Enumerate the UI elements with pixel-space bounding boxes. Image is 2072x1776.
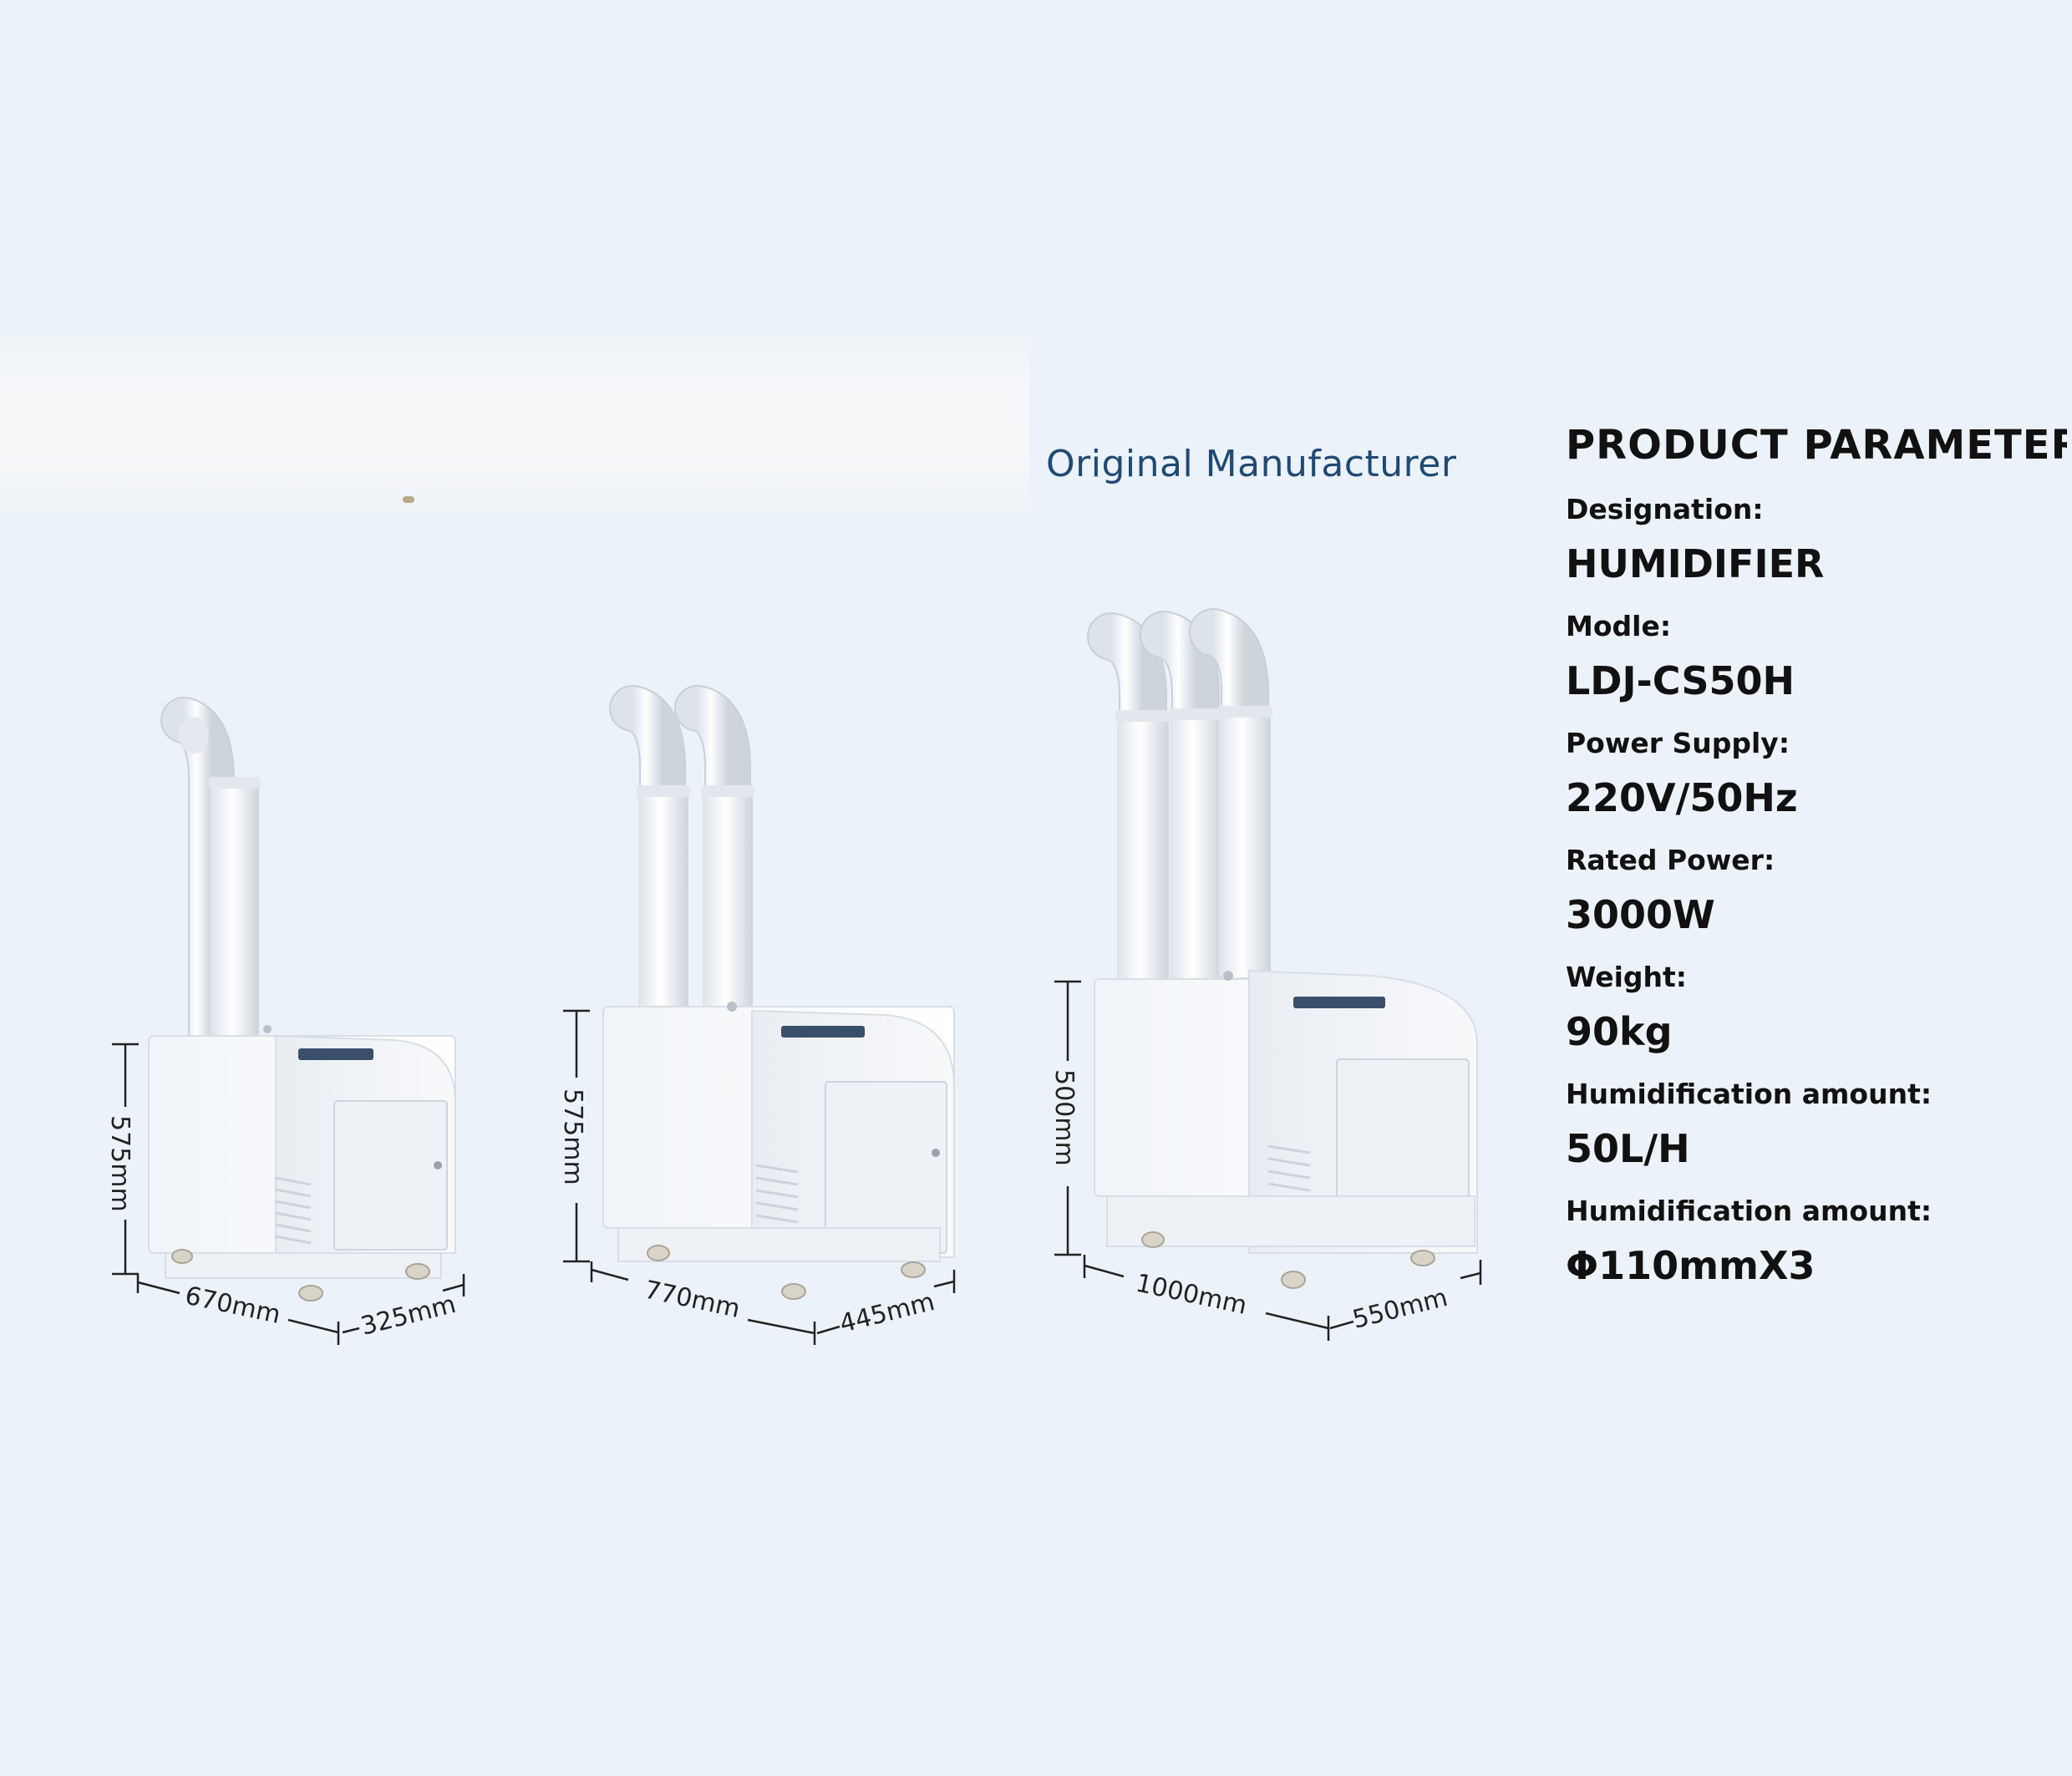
unit3-height-label: 500mm	[1049, 1069, 1079, 1166]
unit2-depth-label: 445mm	[836, 1287, 937, 1339]
param-value: Φ110mmX3	[1566, 1243, 1816, 1288]
param-label: Humidification amount:	[1566, 1195, 1932, 1227]
humidifier-unit-2: 575mm 770mm 445mm	[558, 685, 956, 1345]
param-value: HUMIDIFIER	[1566, 541, 1825, 586]
param-rated-power: Rated Power: 3000W	[1566, 840, 2067, 948]
param-power-supply: Power Supply: 220V/50Hz	[1566, 723, 2067, 831]
unit1-depth-label: 325mm	[358, 1290, 459, 1342]
param-label: Rated Power:	[1566, 844, 1775, 876]
param-label: Designation:	[1566, 493, 1764, 525]
param-outlet-size: Humidification amount: Φ110mmX3	[1566, 1190, 2067, 1299]
unit1-length-label: 670mm	[182, 1281, 282, 1330]
param-designation: Designation: HUMIDIFIER	[1566, 489, 2067, 597]
product-parameters-panel: PRODUCT PARAMETERS Designation: HUMIDIFI…	[1566, 422, 2067, 1299]
banner-speck	[403, 496, 414, 503]
brand-tagline: Original Manufacturer	[1046, 443, 1457, 485]
parameters-title: PRODUCT PARAMETERS	[1566, 422, 2067, 469]
param-value: 90kg	[1566, 1009, 1673, 1054]
unit3-length-label: 1000mm	[1133, 1269, 1249, 1321]
param-humidification-amount: Humidification amount: 50L/H	[1566, 1073, 2067, 1182]
humidifier-unit-3: 500mm 1000mm 550mm	[1049, 608, 1482, 1341]
param-label: Modle:	[1566, 610, 1672, 642]
unit1-height-label: 575mm	[105, 1115, 135, 1212]
param-label: Weight:	[1566, 961, 1688, 993]
param-model: Modle: LDJ-CS50H	[1566, 606, 2067, 714]
param-value: 220V/50Hz	[1566, 775, 1798, 820]
param-value: 50L/H	[1566, 1126, 1690, 1171]
param-label: Humidification amount:	[1566, 1078, 1932, 1110]
param-label: Power Supply:	[1566, 727, 1790, 759]
unit2-length-label: 770mm	[642, 1276, 742, 1324]
unit2-height-label: 575mm	[558, 1088, 587, 1185]
hazy-banner-strip	[0, 334, 1029, 514]
humidifier-unit-1: 575mm 670mm 325mm	[105, 697, 465, 1345]
param-value: 3000W	[1566, 892, 1715, 937]
param-value: LDJ-CS50H	[1566, 658, 1795, 703]
param-weight: Weight: 90kg	[1566, 957, 2067, 1065]
unit3-depth-label: 550mm	[1349, 1283, 1450, 1335]
